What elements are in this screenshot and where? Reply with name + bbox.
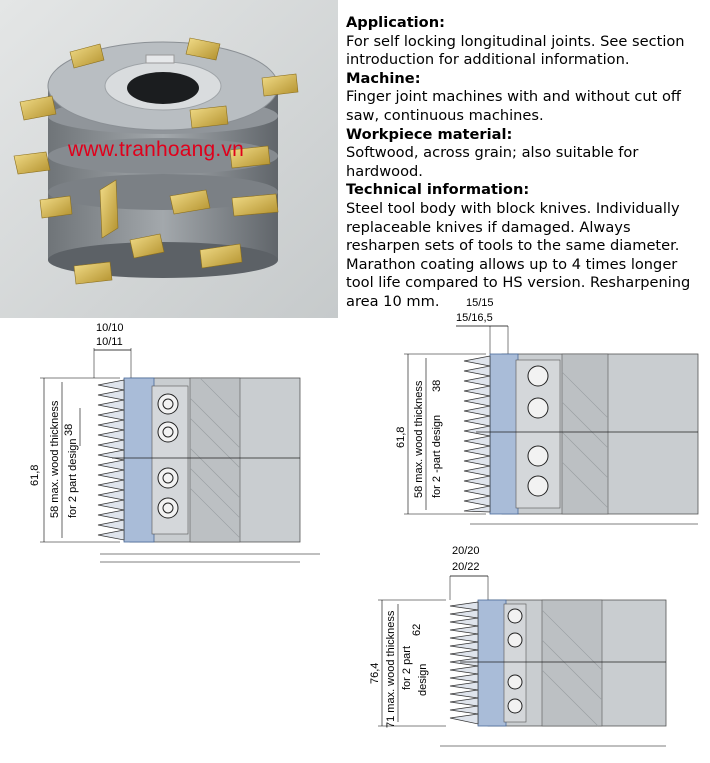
application-heading: Application: [346, 14, 445, 31]
dim-two-part-2: design [417, 664, 429, 696]
dim-label-top-1: 15/15 [466, 297, 494, 309]
dim-total: 76,4 [370, 663, 381, 684]
dim-label-top-2: 10/11 [96, 336, 123, 348]
dim-label-top-1: 10/10 [96, 322, 124, 334]
machine-heading: Machine: [346, 69, 421, 87]
dim-two-part-1: for 2 part [401, 646, 413, 690]
workpiece-text: Softwood, across grain; also suitable fo… [346, 144, 639, 180]
dim-total: 61,8 [29, 465, 41, 486]
dim-two-part: for 2 -part design [431, 415, 443, 498]
dim-pitch: 62 [411, 624, 423, 636]
dim-pitch: 38 [63, 424, 75, 436]
application-text: For self locking longitudinal joints. Se… [346, 32, 685, 69]
drawing-10mm: 10/10 10/11 61,8 58 max. wood thickness … [29, 322, 320, 563]
specification-text: Application: For self locking longitudin… [346, 14, 708, 312]
teeth-group [13, 37, 299, 285]
technical-text: Steel tool body with block knives. Indiv… [346, 199, 691, 310]
dim-label-top-2: 20/22 [452, 561, 480, 573]
dim-max-wood: 58 max. wood thickness [49, 400, 61, 518]
dim-pitch: 38 [431, 380, 443, 392]
drawing-20mm: 20/20 20/22 76,4 71 max. wood thickness … [370, 545, 667, 747]
dim-label-top-1: 20/20 [452, 545, 480, 557]
dim-max-wood: 58 max. wood thickness [413, 380, 425, 498]
machine-text: Finger joint machines with and without c… [346, 88, 681, 124]
dim-total: 61,8 [395, 427, 407, 448]
dim-label-top-2: 15/16,5 [456, 312, 493, 324]
technical-heading: Technical information: [346, 181, 530, 199]
watermark-text: www.tranhoang.vn [68, 138, 244, 161]
dim-max-wood: 71 max. wood thickness [385, 610, 397, 728]
workpiece-heading: Workpiece material: [346, 125, 513, 143]
product-photo: www.tranhoang.vn [0, 0, 338, 318]
drawing-15mm: 15/15 15/16,5 61,8 58 max. wood thicknes… [395, 297, 699, 525]
dim-two-part: for 2 part design [67, 439, 79, 519]
